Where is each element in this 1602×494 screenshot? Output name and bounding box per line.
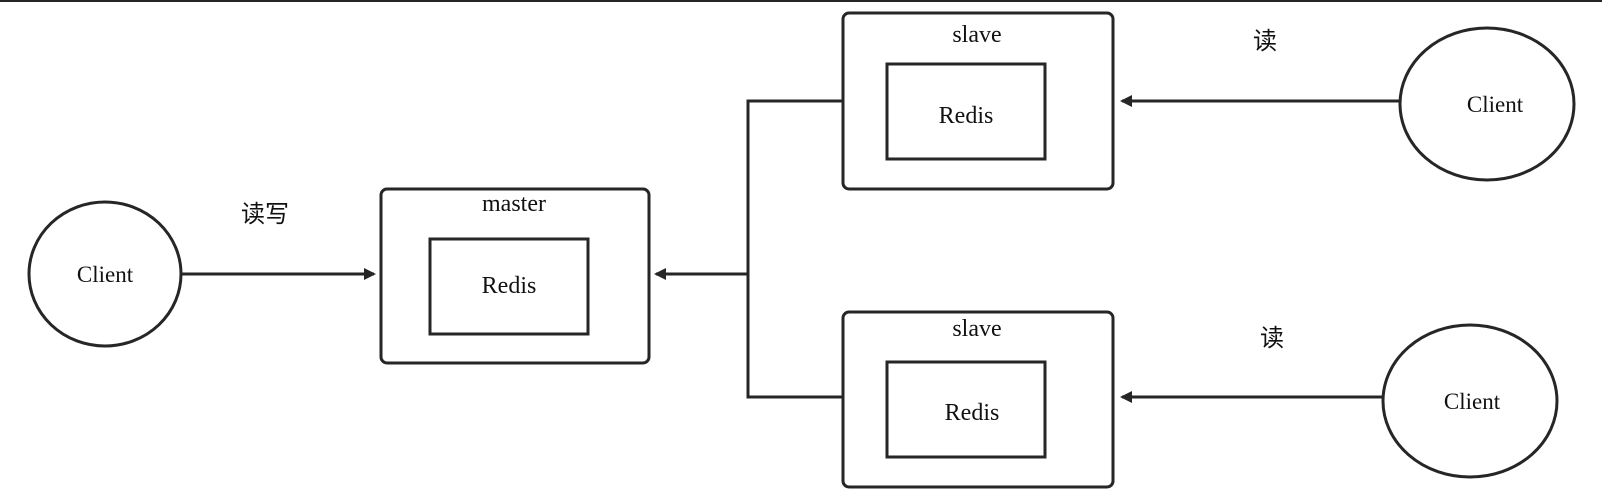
write-edge-label: 读写 [241, 200, 289, 228]
reader-client-top-circle [1398, 26, 1576, 182]
master-redis-label: Redis [482, 273, 537, 299]
slave-node-top: slave Redis [841, 11, 1115, 191]
master-title: master [482, 191, 546, 217]
slave-redis-label-top: Redis [939, 103, 994, 129]
slave-redis-box-bottom [885, 360, 1047, 459]
reader-client-bottom: Client [1381, 323, 1559, 479]
master-node: master Redis [379, 187, 651, 365]
reader-client-top-label: Client [1467, 92, 1524, 117]
slave-title-top: slave [952, 22, 1001, 48]
slave-title-bottom: slave [952, 316, 1001, 342]
slave-node-bottom: slave Redis [841, 310, 1115, 489]
reader-client-bottom-circle [1381, 323, 1559, 479]
master-redis-box [428, 237, 590, 336]
slave-box-top [841, 11, 1115, 191]
writer-client-label: Client [77, 262, 134, 287]
master-box [379, 187, 651, 365]
slave-box-bottom [841, 310, 1115, 489]
writer-client: Client [27, 200, 183, 348]
read-edge-label-bottom: 读 [1260, 324, 1284, 352]
replication-connector [746, 99, 843, 399]
slave-redis-box-top [885, 62, 1047, 161]
read-edge-label-top: 读 [1253, 27, 1277, 55]
reader-client-top: Client [1398, 26, 1576, 182]
slave-redis-label-bottom: Redis [945, 400, 1000, 426]
reader-client-bottom-label: Client [1444, 389, 1501, 414]
